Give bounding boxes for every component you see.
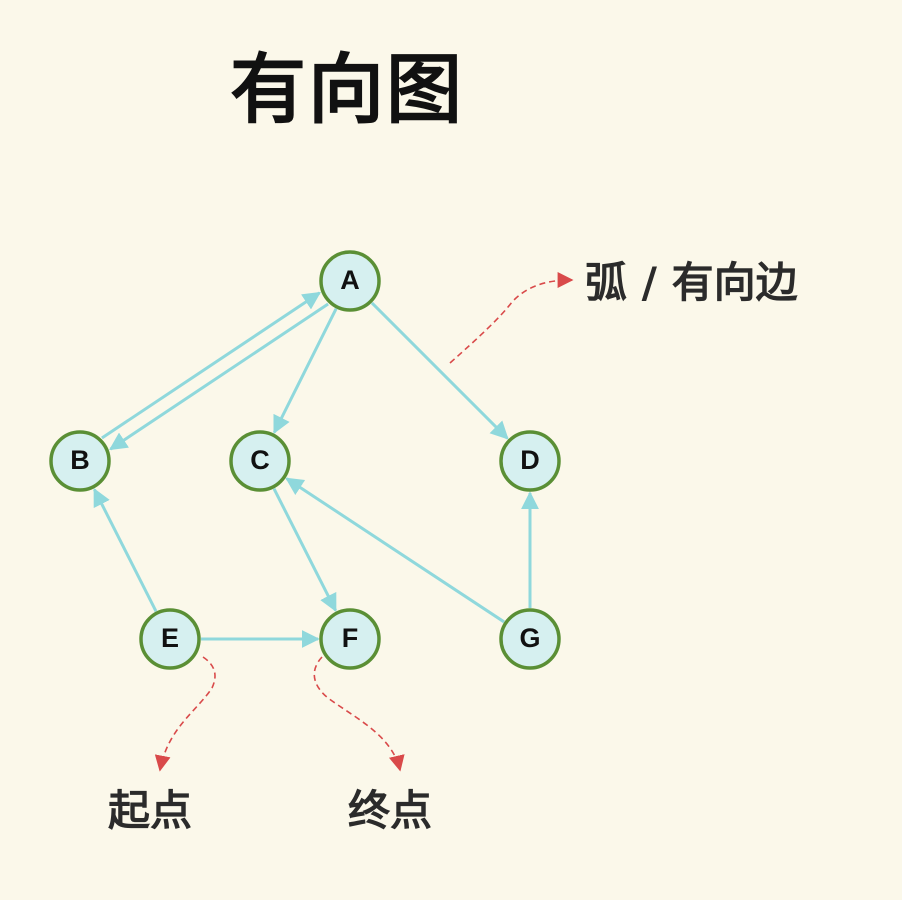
node-e: E xyxy=(139,608,201,670)
node-f: F xyxy=(319,608,381,670)
node-circle xyxy=(229,430,291,492)
node-label: D xyxy=(520,445,540,475)
node-circle xyxy=(499,430,561,492)
node-label: F xyxy=(342,623,359,653)
node-circle xyxy=(319,250,381,312)
node-label: B xyxy=(70,445,90,475)
node-circle xyxy=(49,430,111,492)
end-label: 终点 xyxy=(348,786,433,835)
node-label: C xyxy=(250,445,270,475)
edge-c-to-f xyxy=(272,487,337,613)
edges-layer xyxy=(93,291,539,648)
node-label: A xyxy=(340,265,360,295)
pointer-start-label xyxy=(154,656,216,772)
node-d: D xyxy=(499,430,561,492)
node-b: B xyxy=(49,430,111,492)
nodes-layer: A B C D E F G xyxy=(49,250,561,670)
node-label: G xyxy=(519,623,540,653)
edge-a-to-b xyxy=(109,302,329,451)
node-c: C xyxy=(229,430,291,492)
node-circle xyxy=(139,608,201,670)
diagram-title: 有向图 xyxy=(230,45,464,134)
pointer-end-label xyxy=(313,656,405,772)
edge-a-to-c xyxy=(272,308,338,434)
edge-b-to-a xyxy=(101,291,321,440)
arc-label: 弧 / 有向边 xyxy=(585,258,798,307)
node-a: A xyxy=(319,250,381,312)
node-label: E xyxy=(161,623,179,653)
node-circle xyxy=(319,608,381,670)
start-label: 起点 xyxy=(108,786,193,835)
node-g: G xyxy=(499,608,561,670)
pointer-arc-label xyxy=(449,272,574,364)
edge-e-to-b xyxy=(93,487,158,613)
edge-g-to-c xyxy=(285,477,505,624)
node-circle xyxy=(499,608,561,670)
edge-a-to-d xyxy=(370,301,509,440)
annotation-pointers xyxy=(154,272,574,772)
